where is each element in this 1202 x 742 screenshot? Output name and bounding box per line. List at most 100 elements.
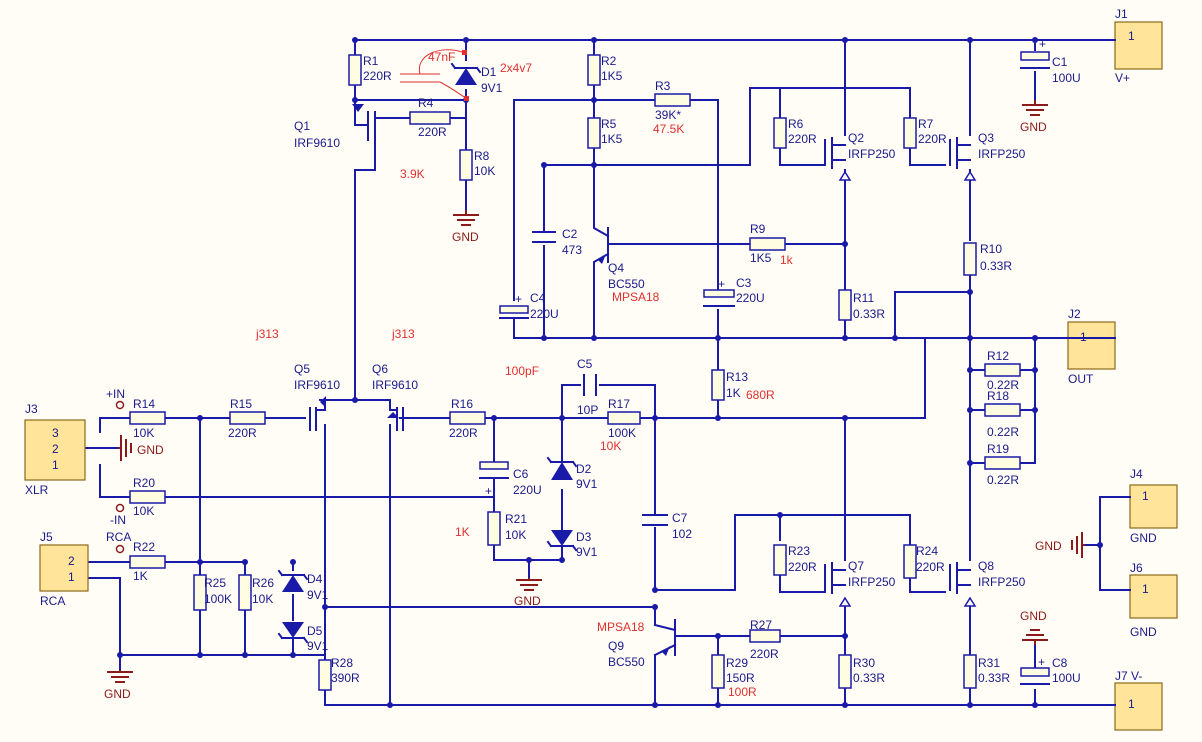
- label-Q2: Q2: [848, 131, 864, 145]
- label-R8: R8: [474, 149, 490, 163]
- value-R12: 0.22R: [987, 378, 1019, 392]
- r29-body: [711, 654, 725, 689]
- value-R22: 1K: [133, 569, 148, 583]
- value-R7: 220R: [918, 132, 947, 146]
- label-J6: J6: [1130, 561, 1143, 575]
- label-RCA-conn: RCA: [40, 594, 65, 608]
- label-R26: R26: [252, 576, 274, 590]
- label-XLR: XLR: [25, 483, 49, 497]
- gnd-label-r8: GND: [452, 230, 479, 244]
- r11-body: [838, 289, 852, 321]
- value-R15: 220R: [228, 426, 257, 440]
- r1-body: [348, 54, 362, 86]
- q1-symbol: [352, 104, 376, 141]
- c2-symbol: [532, 231, 556, 243]
- value-C3: 220U: [736, 291, 765, 305]
- gnd-label-j4: GND: [1035, 539, 1062, 553]
- r16-body: [449, 411, 486, 425]
- value-C4: 220U: [530, 307, 559, 321]
- value-Q8: IRFP250: [978, 575, 1026, 589]
- r13-body: [711, 369, 725, 401]
- label-R24: R24: [916, 544, 938, 558]
- j7-pin: 1: [1128, 697, 1135, 711]
- value-R20: 10K: [133, 504, 154, 518]
- q9-symbol: [653, 619, 677, 657]
- label-C5: C5: [577, 357, 593, 371]
- value-R24: 220R: [916, 560, 945, 574]
- value-R13: 1K: [726, 386, 741, 400]
- value-Q5: IRF9610: [294, 378, 340, 392]
- value-R11: 0.33R: [853, 307, 885, 321]
- annotations: 47nF 2x4v7 47.5K 3.9K 1k MPSA18 j313 j31…: [255, 50, 794, 699]
- label-plusIN: +IN: [106, 387, 125, 401]
- label-R31: R31: [978, 656, 1000, 670]
- r21-body: [487, 511, 501, 546]
- value-R5: 1K5: [601, 132, 623, 146]
- j6-connector: [1129, 574, 1178, 619]
- label-R23: R23: [788, 544, 810, 558]
- r23-body: [773, 544, 787, 576]
- d2-symbol: [546, 456, 578, 480]
- label-D5: D5: [307, 624, 323, 638]
- gnd-j4: [1071, 532, 1085, 558]
- label-J1: J1: [1115, 7, 1128, 21]
- svg-text:+: +: [1039, 37, 1046, 51]
- r20-body: [129, 490, 166, 504]
- r31-body: [963, 654, 977, 689]
- value-C1: 100U: [1052, 71, 1081, 85]
- note-680r: 680R: [746, 388, 775, 402]
- label-GND-J4: GND: [1130, 531, 1157, 545]
- value-R9: 1K5: [750, 251, 772, 265]
- c3-symbol: [703, 289, 735, 307]
- q2-symbol: [824, 137, 852, 181]
- ground-labels: GND GND GND GND GND GND GND: [104, 120, 1062, 701]
- c8-symbol: [1020, 667, 1050, 685]
- value-Q7: IRFP250: [848, 575, 896, 589]
- gnd-d3: [516, 578, 542, 591]
- j5-connector: [39, 544, 89, 592]
- label-D1: D1: [481, 65, 497, 79]
- r30-body: [838, 654, 852, 689]
- j5-pin1: 1: [68, 570, 75, 584]
- value-Q4: BC550: [608, 277, 645, 291]
- label-R3: R3: [655, 79, 671, 93]
- j3-pin2: 2: [52, 442, 59, 456]
- gnd-c8: [1022, 629, 1048, 645]
- label-C8: C8: [1052, 656, 1068, 670]
- r17-body: [607, 411, 641, 425]
- label-J3: J3: [25, 402, 38, 416]
- label-Q6: Q6: [372, 362, 388, 376]
- j6-pin: 1: [1142, 582, 1149, 596]
- value-R19: 0.22R: [987, 473, 1019, 487]
- c6-symbol: [479, 461, 509, 479]
- q3-symbol: [949, 137, 977, 181]
- note-47nf: 47nF: [428, 50, 455, 64]
- gnd-label-c1: GND: [1020, 120, 1047, 134]
- svg-text:+: +: [1038, 655, 1045, 669]
- gnd-xlr: [118, 435, 132, 461]
- j3-pin1: 1: [52, 458, 59, 472]
- r10-body: [963, 242, 977, 276]
- value-R28: 390R: [331, 671, 360, 685]
- j3-pin3: 3: [52, 426, 59, 440]
- value-C2: 473: [562, 243, 582, 257]
- c4-symbol: [499, 305, 529, 319]
- junctions: [117, 37, 1103, 708]
- label-R22: R22: [133, 540, 155, 554]
- label-Q7: Q7: [848, 559, 864, 573]
- label-C4: C4: [530, 291, 546, 305]
- q8-symbol: [949, 562, 977, 607]
- label-R25: R25: [204, 576, 226, 590]
- value-Q1: IRF9610: [294, 136, 340, 150]
- value-C7: 102: [672, 527, 692, 541]
- label-J2: J2: [1068, 307, 1081, 321]
- value-R30: 0.33R: [853, 671, 885, 685]
- j7-connector: [1114, 682, 1163, 731]
- value-R27: 220R: [750, 647, 779, 661]
- label-R14: R14: [133, 397, 155, 411]
- label-R30: R30: [853, 656, 875, 670]
- c5-symbol: [583, 374, 597, 396]
- value-C6: 220U: [513, 483, 542, 497]
- label-R21: R21: [505, 512, 527, 526]
- resistors: [129, 54, 1021, 691]
